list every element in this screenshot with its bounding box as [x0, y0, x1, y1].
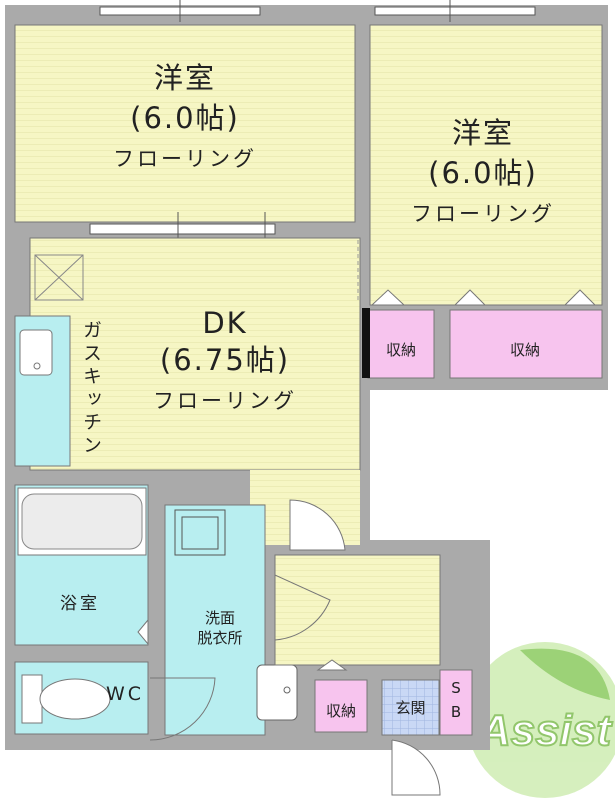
toilet-label: WC — [105, 683, 145, 705]
logo-text: Assist — [478, 706, 613, 755]
entrance — [381, 679, 440, 736]
western-room-1-name: 洋室 — [153, 61, 216, 95]
storage-1-area — [314, 679, 368, 733]
shoe-box — [439, 669, 473, 736]
storage-2-area — [367, 309, 435, 379]
logo: Assist — [467, 642, 615, 798]
closet-doors — [370, 289, 597, 306]
shoe-box-label: S B — [450, 679, 462, 721]
hallway — [274, 554, 441, 666]
toilet-fixture — [21, 674, 111, 724]
washroom-label: 洗面 脱衣所 — [197, 609, 243, 647]
storage-1-label: 収納 — [325, 702, 356, 720]
washroom-door — [274, 574, 331, 641]
storage-2-label: 収納 — [385, 341, 416, 359]
refrigerator-space — [34, 254, 84, 301]
bath-label: 浴室 — [60, 594, 100, 614]
dk-door — [289, 499, 346, 551]
western-room-1-size: (6.0帖) — [130, 101, 240, 135]
washing-machine — [174, 509, 226, 556]
western-room-1 — [14, 24, 356, 223]
bathtub — [17, 487, 147, 556]
windows — [99, 0, 536, 22]
entrance-label: 玄関 — [395, 699, 426, 717]
dk-floor: フローリング — [153, 389, 297, 413]
toilet-door — [149, 677, 216, 741]
western-room-2-name: 洋室 — [451, 116, 514, 150]
western-room-2-floor: フローリング — [411, 202, 555, 226]
dk-size: (6.75帖) — [159, 343, 291, 377]
western-room-2-size: (6.0帖) — [428, 156, 538, 190]
door-jamb — [362, 308, 370, 378]
sink — [256, 664, 298, 721]
bath-door — [137, 618, 149, 646]
western-room-1-floor: フローリング — [113, 147, 257, 171]
dk-name: DK — [202, 306, 248, 340]
entrance-door — [391, 739, 441, 796]
storage-3-area — [449, 309, 603, 379]
western-room-2 — [369, 24, 603, 306]
storage-3-label: 収納 — [509, 341, 540, 359]
gas-kitchen — [14, 315, 71, 467]
kitchen-label: ガスキッチン — [80, 320, 102, 458]
